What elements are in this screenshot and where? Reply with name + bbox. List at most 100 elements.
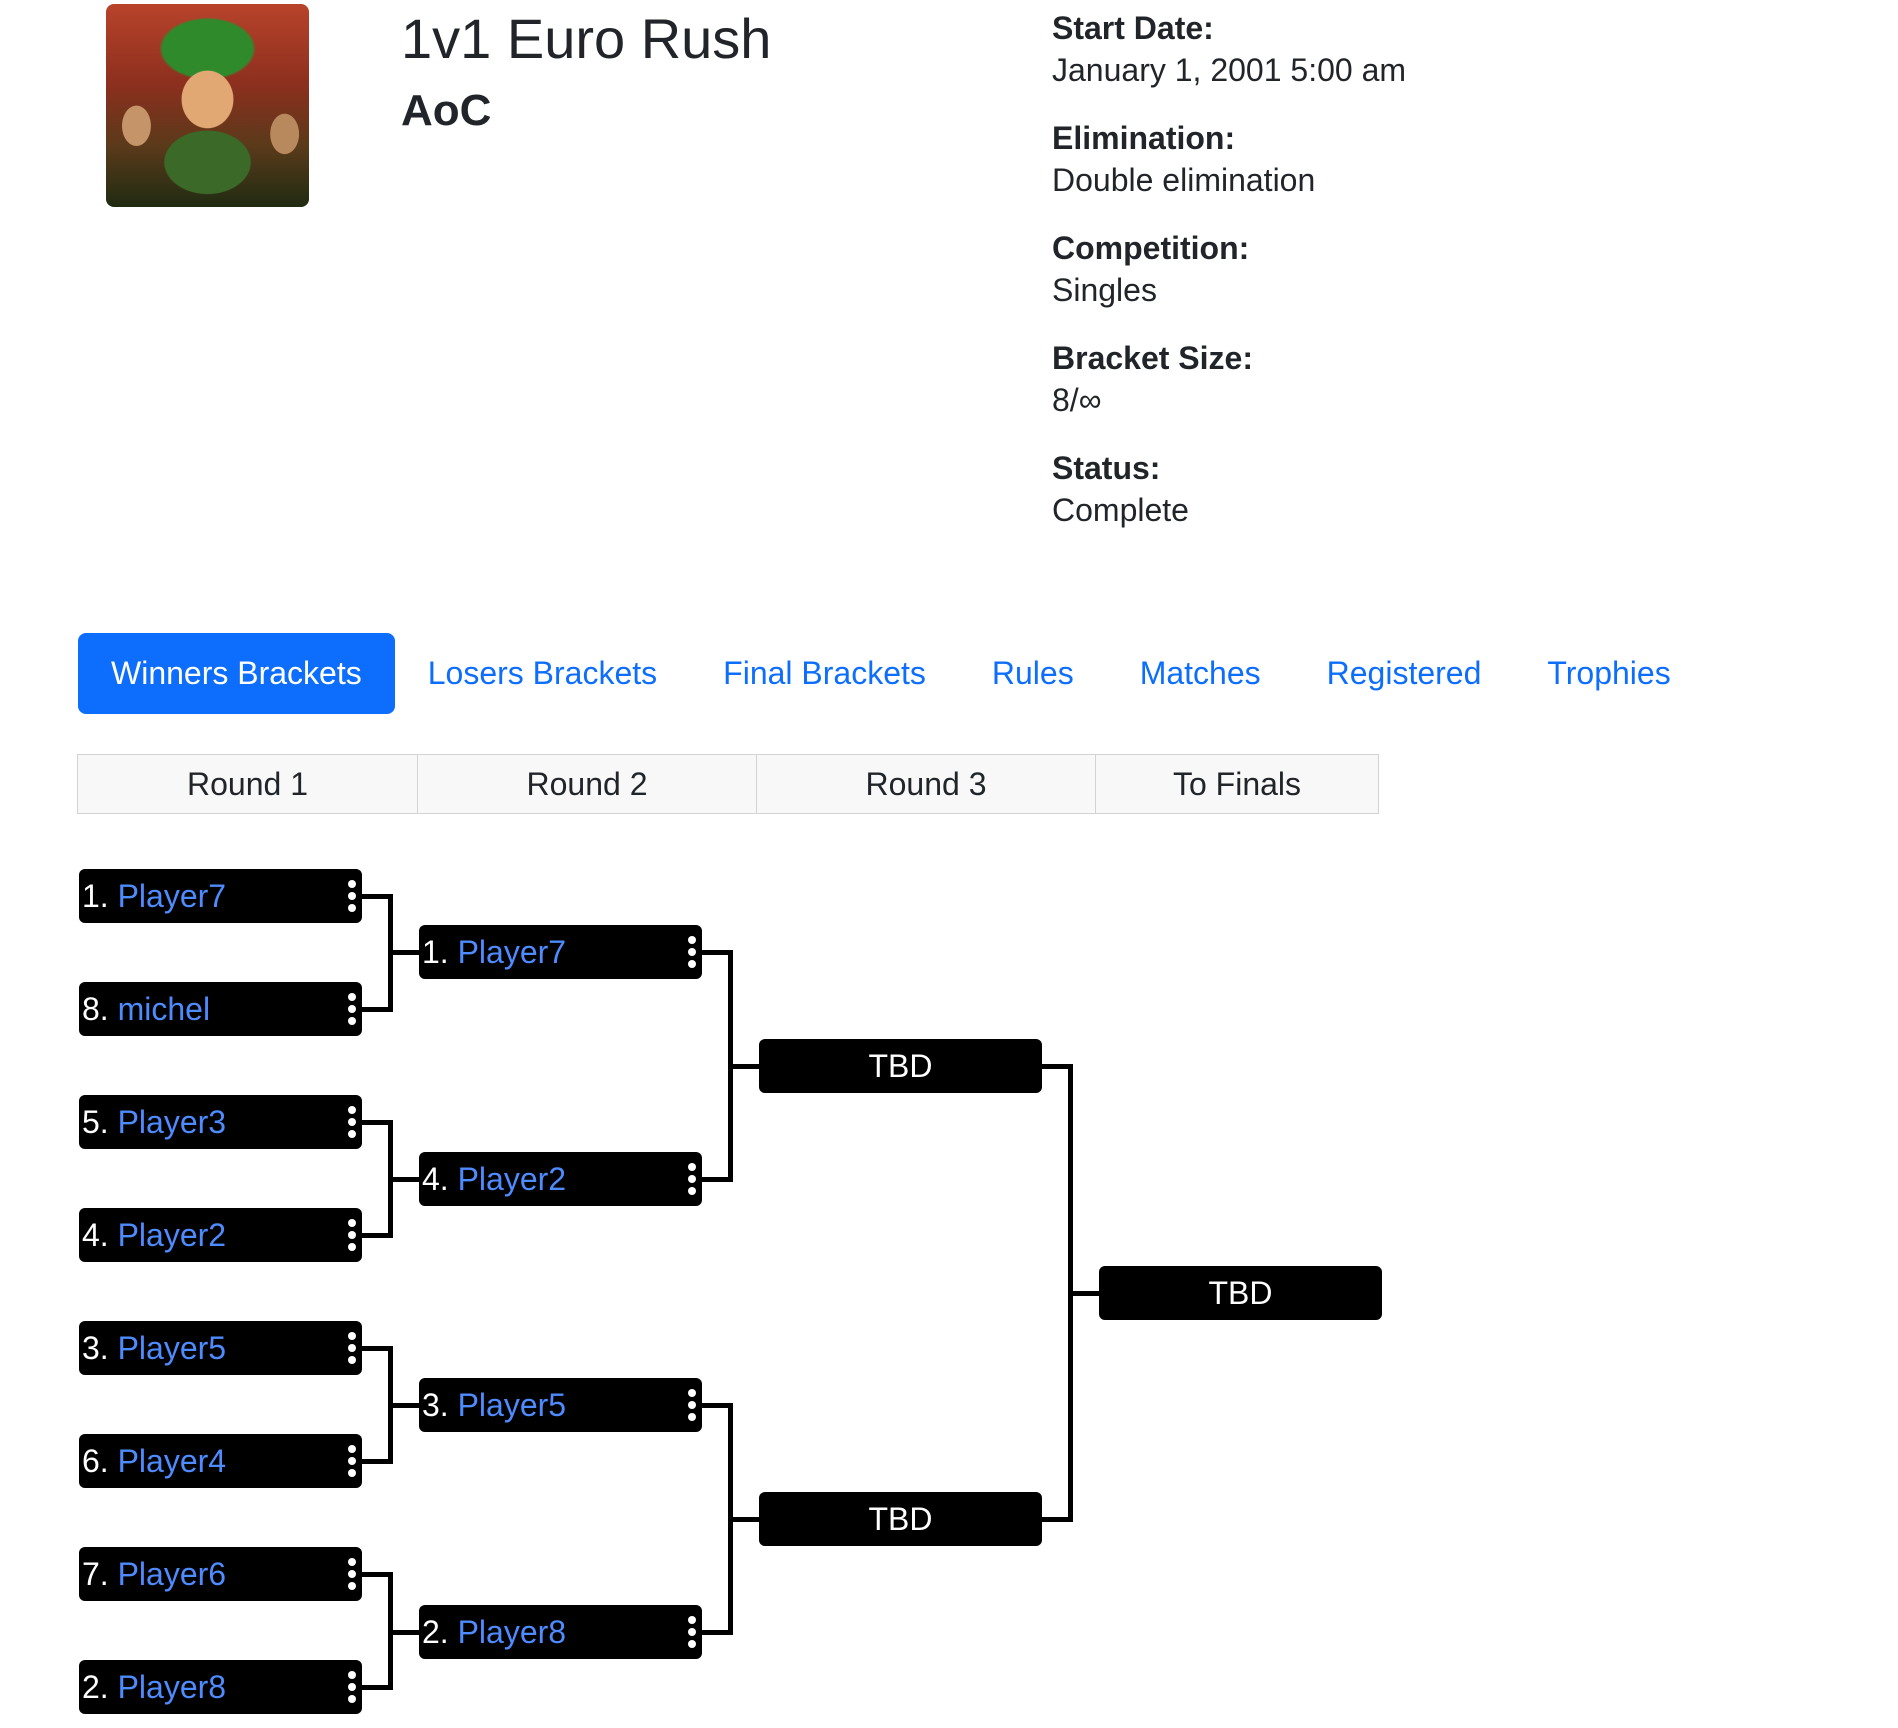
tab-rules[interactable]: Rules (991, 655, 1074, 691)
seed-number: 2. (82, 1669, 109, 1705)
bracket-connector (362, 1345, 393, 1351)
more-options-icon[interactable] (348, 880, 356, 912)
bracket-connector (702, 1176, 733, 1182)
bracket-slot: 1. Player7 (419, 925, 702, 979)
seed-number: 2. (422, 1614, 449, 1650)
bracket-slot: 2. Player8 (419, 1605, 702, 1659)
bracket-connector (702, 949, 733, 955)
bracket-connector (387, 949, 419, 955)
bracket-connector (727, 1063, 759, 1069)
game-name: AoC (401, 86, 492, 135)
bracket-slot: 4. Player2 (79, 1208, 362, 1262)
bracket-slot: 4. Player2 (419, 1152, 702, 1206)
player-link[interactable]: Player5 (457, 1387, 567, 1423)
round-header-cell: To Finals (1172, 766, 1302, 802)
bracket-slot: 3. Player5 (79, 1321, 362, 1375)
info-row: Bracket Size: 8/∞ (1052, 338, 1752, 422)
bracket-connector (362, 893, 393, 899)
seed-number: 1. (82, 878, 109, 914)
tab-final-brackets[interactable]: Final Brackets (723, 655, 926, 691)
seed-number: 7. (82, 1556, 109, 1592)
bracket-slot: 7. Player6 (79, 1547, 362, 1601)
more-options-icon[interactable] (348, 1219, 356, 1251)
tab-registered[interactable]: Registered (1326, 655, 1482, 691)
player-link[interactable]: Player8 (117, 1669, 227, 1705)
tab-matches[interactable]: Matches (1139, 655, 1261, 691)
more-options-icon[interactable] (348, 993, 356, 1025)
seed-number: 3. (82, 1330, 109, 1366)
bracket-tabs: Winners Brackets Losers Brackets Final Bra… (78, 633, 1704, 714)
info-row: Elimination: Double elimination (1052, 118, 1752, 202)
tab-winners-brackets[interactable]: Winners Brackets (78, 633, 395, 714)
info-row: Start Date: January 1, 2001 5:00 am (1052, 8, 1752, 92)
seed-number: 5. (82, 1104, 109, 1140)
bracket-connector (1042, 1063, 1073, 1069)
tournament-info: Start Date: January 1, 2001 5:00 am Elimin… (1052, 8, 1752, 558)
info-value: January 1, 2001 5:00 am (1052, 52, 1407, 88)
player-link[interactable]: Player2 (457, 1161, 567, 1197)
player-link[interactable]: Player4 (117, 1443, 227, 1479)
game-thumbnail-image (106, 4, 309, 207)
seed-number: 1. (422, 934, 449, 970)
player-link[interactable]: Player5 (117, 1330, 227, 1366)
bracket-connector (1067, 1290, 1099, 1296)
more-options-icon[interactable] (348, 1671, 356, 1703)
info-label: Bracket Size: (1052, 340, 1253, 376)
info-value: 8/∞ (1052, 382, 1102, 418)
round-header-cell: Round 1 (78, 755, 418, 813)
more-options-icon[interactable] (688, 936, 696, 968)
more-options-icon[interactable] (688, 1616, 696, 1648)
info-value: Complete (1052, 492, 1189, 528)
seed-number: 3. (422, 1387, 449, 1423)
player-link[interactable]: Player8 (457, 1614, 567, 1650)
player-link[interactable]: Player7 (117, 878, 227, 914)
info-label: Competition: (1052, 230, 1250, 266)
more-options-icon[interactable] (688, 1163, 696, 1195)
player-link[interactable]: Player6 (117, 1556, 227, 1592)
bracket-connector (362, 1684, 393, 1690)
bracket-slot-tbd: TBD (1099, 1266, 1382, 1320)
bracket-connector (387, 1629, 419, 1635)
tournament-header: 1v1 Euro Rush AoC Start Date: January 1, … (0, 0, 1898, 600)
bracket-connector (1042, 1516, 1073, 1522)
info-label: Start Date: (1052, 10, 1214, 46)
bracket-connector (362, 1458, 393, 1464)
bracket-connector (702, 1629, 733, 1635)
seed-number: 4. (422, 1161, 449, 1197)
player-link[interactable]: michel (117, 991, 211, 1027)
bracket-slot-tbd: TBD (759, 1039, 1042, 1093)
info-label: Status: (1052, 450, 1161, 486)
page-title: 1v1 Euro Rush (401, 7, 772, 70)
bracket-connector (362, 1119, 393, 1125)
seed-number: 6. (82, 1443, 109, 1479)
bracket-slot: 5. Player3 (79, 1095, 362, 1149)
player-link[interactable]: Player2 (117, 1217, 227, 1253)
bracket-connector (702, 1402, 733, 1408)
round-header-cell: Round 3 (757, 755, 1096, 813)
info-value: Double elimination (1052, 162, 1316, 198)
more-options-icon[interactable] (348, 1332, 356, 1364)
tab-losers-brackets[interactable]: Losers Brackets (427, 655, 658, 691)
bracket-connector (362, 1006, 393, 1012)
player-link[interactable]: Player7 (457, 934, 567, 970)
more-options-icon[interactable] (348, 1445, 356, 1477)
more-options-icon[interactable] (348, 1558, 356, 1590)
tab-trophies[interactable]: Trophies (1547, 655, 1671, 691)
seed-number: 8. (82, 991, 109, 1027)
info-label: Elimination: (1052, 120, 1236, 156)
bracket-connector (362, 1232, 393, 1238)
bracket-slot: 8. michel (79, 982, 362, 1036)
bracket-connector (362, 1571, 393, 1577)
more-options-icon[interactable] (688, 1389, 696, 1421)
bracket-connector (387, 1176, 419, 1182)
player-link[interactable]: Player3 (117, 1104, 227, 1140)
seed-number: 4. (82, 1217, 109, 1253)
bracket-slot-tbd: TBD (759, 1492, 1042, 1546)
info-row: Status: Complete (1052, 448, 1752, 532)
more-options-icon[interactable] (348, 1106, 356, 1138)
info-row: Competition:Singles (1052, 228, 1752, 312)
bracket-slot: 1. Player7 (79, 869, 362, 923)
bracket-slot: 3. Player5 (419, 1378, 702, 1432)
bracket-slot: 6. Player4 (79, 1434, 362, 1488)
